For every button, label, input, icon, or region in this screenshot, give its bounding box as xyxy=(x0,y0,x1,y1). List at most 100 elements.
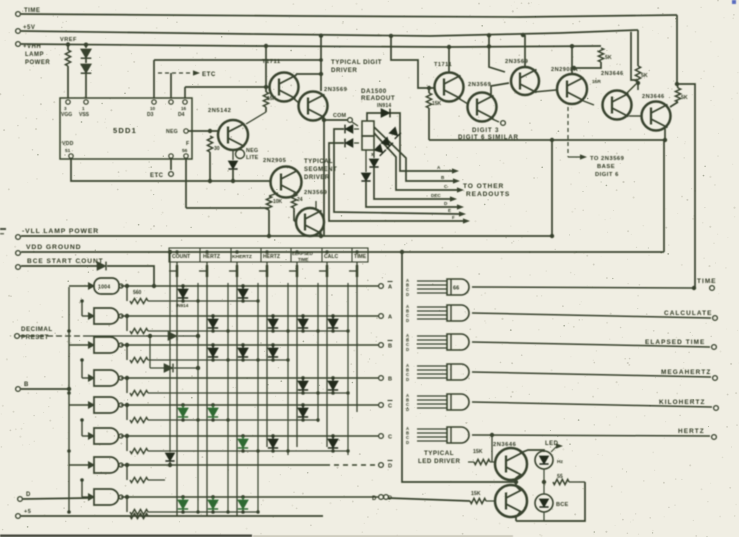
svg-text:15K: 15K xyxy=(267,96,277,102)
svg-text:5DD1: 5DD1 xyxy=(113,126,137,135)
svg-text:F: F xyxy=(186,141,190,147)
svg-text:C: C xyxy=(388,435,392,441)
svg-text:LAMP: LAMP xyxy=(25,52,44,58)
svg-text:DEC: DEC xyxy=(431,193,441,198)
svg-text:C: C xyxy=(406,342,409,347)
svg-text:66: 66 xyxy=(453,286,459,292)
svg-text:15K: 15K xyxy=(473,449,483,455)
svg-text:2N3646: 2N3646 xyxy=(493,442,517,448)
svg-text:D: D xyxy=(406,347,409,352)
svg-text:C: C xyxy=(444,184,448,189)
svg-text:A: A xyxy=(406,333,409,338)
svg-text:HERTZ: HERTZ xyxy=(263,254,280,260)
svg-text:5K: 5K xyxy=(605,55,612,61)
svg-text:A: A xyxy=(406,393,409,398)
svg-text:PRESET: PRESET xyxy=(21,334,49,341)
svg-text:B: B xyxy=(406,309,409,314)
svg-text:-VLL LAMP POWER: -VLL LAMP POWER xyxy=(22,228,99,235)
svg-text:D: D xyxy=(406,440,409,445)
svg-text:D: D xyxy=(388,464,392,470)
svg-text:D3: D3 xyxy=(147,112,154,118)
svg-text:KILOHERTZ: KILOHERTZ xyxy=(659,399,705,406)
svg-text:A: A xyxy=(437,165,441,170)
svg-text:TIME: TIME xyxy=(24,8,40,14)
svg-text:B: B xyxy=(24,382,29,388)
svg-text:15R: 15R xyxy=(592,79,601,85)
svg-text:D4: D4 xyxy=(178,112,185,118)
svg-text:DA1500: DA1500 xyxy=(361,88,387,95)
svg-text:2N5142: 2N5142 xyxy=(208,108,231,114)
svg-text:VDD GROUND: VDD GROUND xyxy=(26,244,81,251)
svg-text:HERTZ: HERTZ xyxy=(678,428,705,435)
svg-text:1004: 1004 xyxy=(98,285,110,291)
svg-text:A: A xyxy=(388,315,392,321)
svg-text:5K: 5K xyxy=(641,73,648,79)
svg-text:B: B xyxy=(406,338,409,343)
svg-text:NEG: NEG xyxy=(246,148,258,154)
svg-text:T1711: T1711 xyxy=(434,62,452,68)
svg-text:B: B xyxy=(406,283,409,288)
svg-text:B: B xyxy=(388,344,392,350)
svg-text:B: B xyxy=(406,431,409,436)
svg-text:C: C xyxy=(388,404,392,410)
svg-text:E: E xyxy=(448,208,451,213)
svg-text:Hz: Hz xyxy=(557,459,563,465)
svg-text:B: B xyxy=(441,175,445,180)
svg-text:B: B xyxy=(406,368,409,373)
svg-text:CALC: CALC xyxy=(324,254,338,260)
svg-text:CALCULATE: CALCULATE xyxy=(664,310,712,317)
svg-text:2N3646: 2N3646 xyxy=(642,94,665,100)
svg-text:2N3569: 2N3569 xyxy=(505,59,529,65)
svg-text:2N3569: 2N3569 xyxy=(468,82,492,88)
svg-text:DIGIT 6: DIGIT 6 xyxy=(595,172,619,178)
svg-text:10: 10 xyxy=(150,106,156,111)
svg-text:56: 56 xyxy=(182,148,188,154)
svg-text:24: 24 xyxy=(297,197,303,203)
svg-text:5K: 5K xyxy=(681,95,688,101)
svg-text:C: C xyxy=(406,402,409,407)
svg-text:IN914: IN914 xyxy=(377,103,391,109)
svg-text:B: B xyxy=(406,398,409,403)
svg-text:BASE: BASE xyxy=(597,164,615,170)
svg-text:30: 30 xyxy=(214,146,220,152)
svg-text:TIME: TIME xyxy=(298,257,309,262)
svg-text:COM: COM xyxy=(333,113,346,119)
svg-text:DIGIT 3: DIGIT 3 xyxy=(472,127,499,134)
svg-text:D: D xyxy=(406,407,409,412)
svg-text:16: 16 xyxy=(181,106,187,111)
svg-text:A: A xyxy=(406,278,409,283)
svg-text:2N3569: 2N3569 xyxy=(304,190,328,196)
svg-text:F: F xyxy=(452,215,455,220)
svg-text:A: A xyxy=(406,426,409,431)
svg-text:DRIVER: DRIVER xyxy=(331,67,357,74)
svg-text:COUNT: COUNT xyxy=(172,254,191,260)
svg-text:VSS: VSS xyxy=(79,112,90,118)
svg-text:2N2908A: 2N2908A xyxy=(551,67,578,73)
svg-text:+5: +5 xyxy=(24,509,31,515)
svg-text:SEGMENT: SEGMENT xyxy=(304,167,337,173)
svg-text:TYPICAL DIGIT: TYPICAL DIGIT xyxy=(331,59,382,66)
svg-text:VDD: VDD xyxy=(62,141,74,147)
svg-text:LED DRIVER: LED DRIVER xyxy=(418,458,461,465)
svg-text:x: x xyxy=(371,152,374,158)
svg-text:15K: 15K xyxy=(432,101,442,107)
svg-text:D: D xyxy=(406,318,409,323)
svg-text:+5V: +5V xyxy=(23,25,35,31)
svg-text:B: B xyxy=(388,377,392,383)
svg-text:TO OTHER: TO OTHER xyxy=(463,183,504,190)
svg-text:2N3646: 2N3646 xyxy=(601,71,624,77)
svg-text:1: 1 xyxy=(82,106,85,111)
svg-text:D: D xyxy=(372,496,377,502)
svg-text:READOUT: READOUT xyxy=(361,95,395,102)
svg-text:560: 560 xyxy=(133,290,142,296)
svg-text:POWER: POWER xyxy=(25,60,50,66)
svg-text:TIME: TIME xyxy=(354,254,367,260)
svg-text:BCE: BCE xyxy=(556,502,568,508)
svg-text:A: A xyxy=(406,363,409,368)
svg-text:READOUTS: READOUTS xyxy=(466,191,510,198)
svg-text:10K: 10K xyxy=(273,199,283,205)
svg-text:2N2905: 2N2905 xyxy=(263,158,287,164)
svg-text:TYPICAL: TYPICAL xyxy=(304,159,333,165)
svg-text:IN914: IN914 xyxy=(176,303,189,308)
svg-text:A: A xyxy=(406,304,409,309)
